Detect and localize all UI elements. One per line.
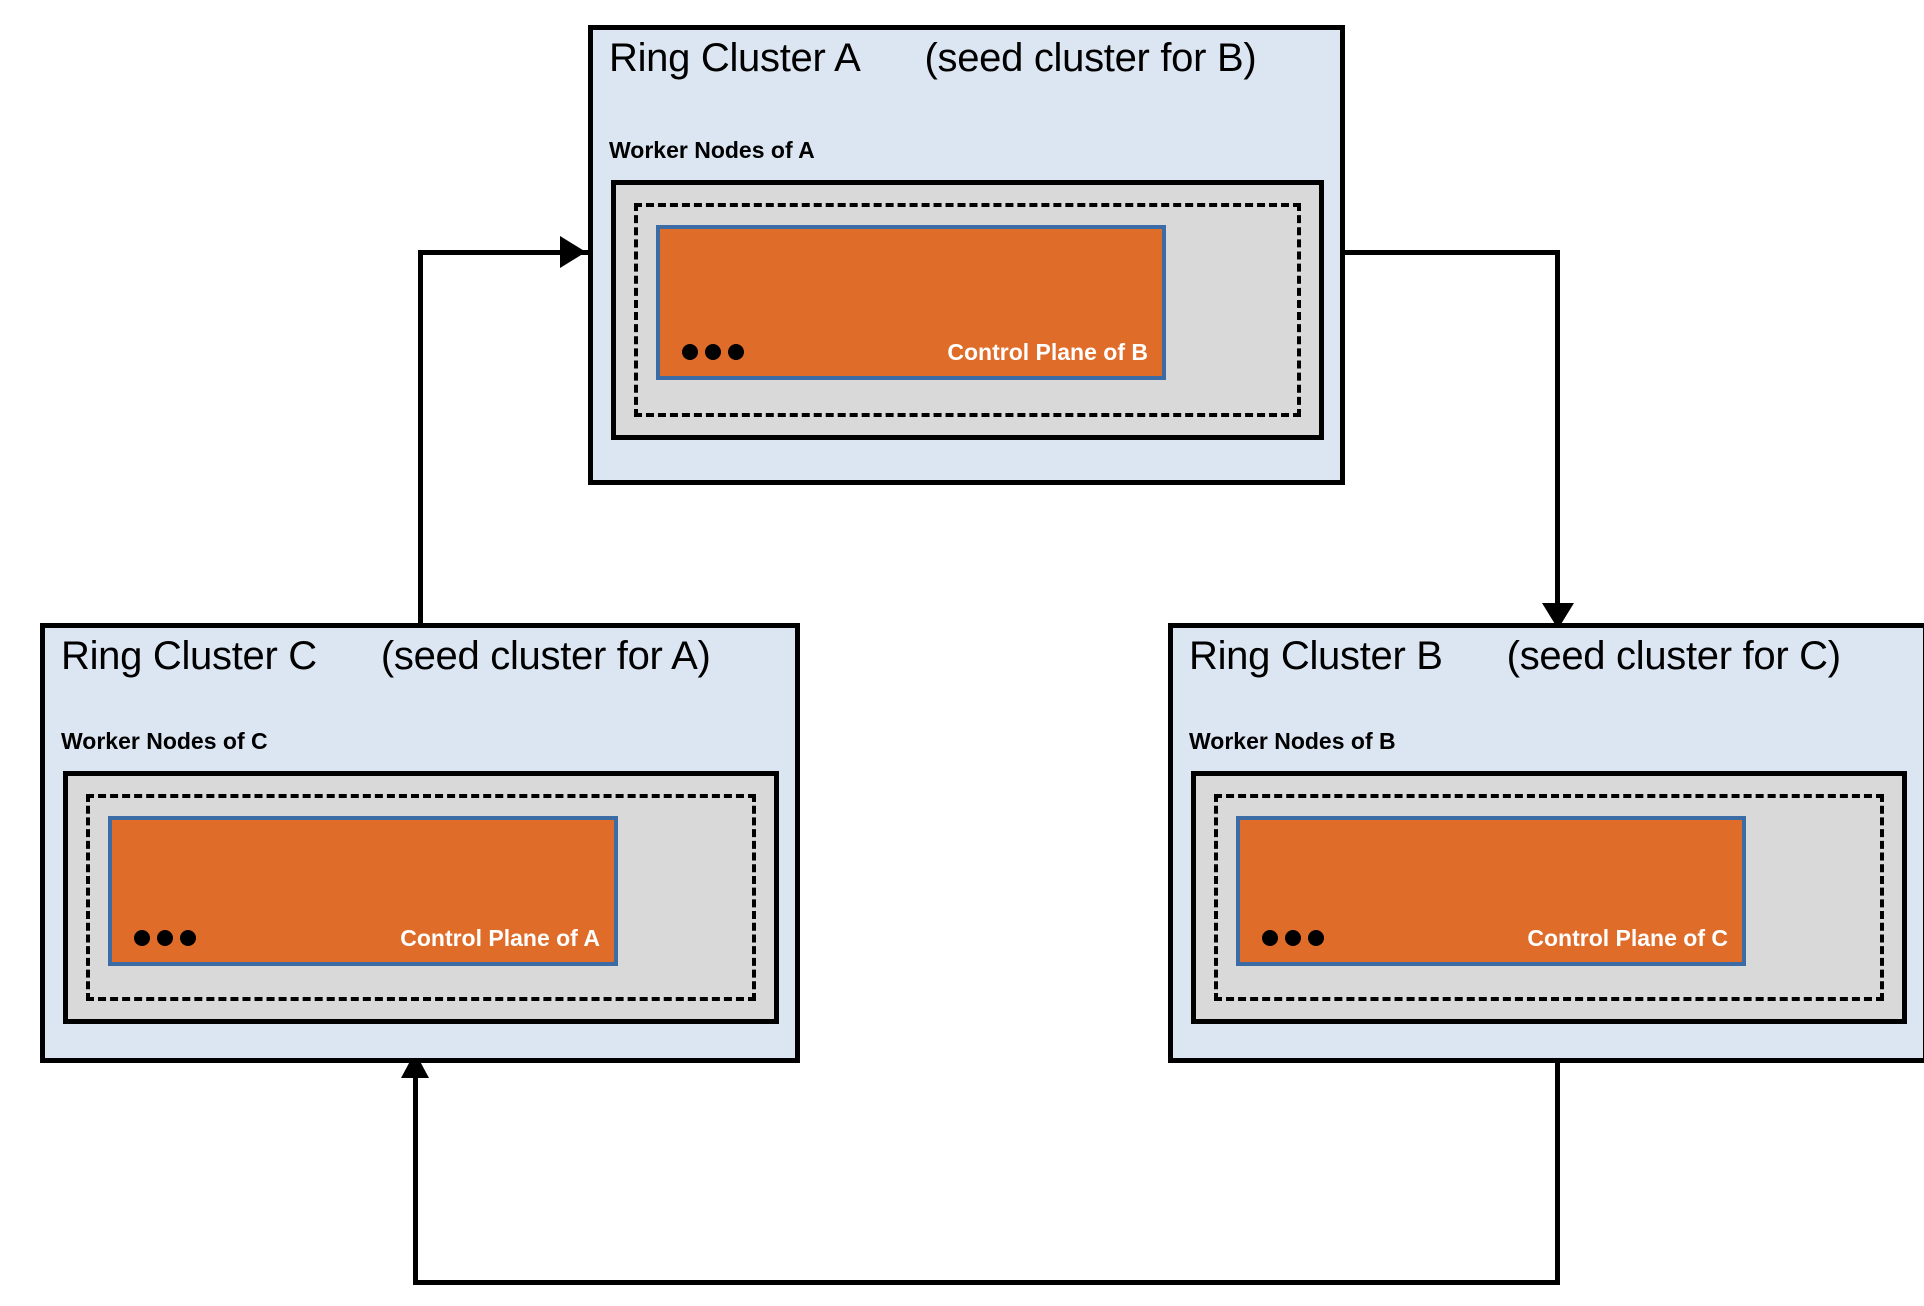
cluster-b-worker-label: Worker Nodes of B xyxy=(1189,728,1396,754)
cluster-b-title: Ring Cluster B (seed cluster for C) xyxy=(1189,634,1841,679)
dot-3 xyxy=(180,930,196,946)
pod-boundary-c: Control Plane of A xyxy=(86,794,756,1001)
pod-boundary-a: Control Plane of B xyxy=(634,203,1301,417)
control-plane-box-c[interactable]: Control Plane of C xyxy=(1236,816,1746,966)
cluster-a-name: Ring Cluster A xyxy=(609,36,861,80)
control-plane-box-a[interactable]: Control Plane of A xyxy=(108,816,618,966)
dot-2 xyxy=(705,344,721,360)
cluster-a-title: Ring Cluster A (seed cluster for B) xyxy=(609,36,1257,81)
dot-2 xyxy=(157,930,173,946)
dot-1 xyxy=(682,344,698,360)
connector-c-to-a-vertical xyxy=(418,250,423,635)
connector-c-to-a-horizontal xyxy=(418,250,588,255)
cluster-box-c[interactable]: Ring Cluster C (seed cluster for A) Worke… xyxy=(40,623,800,1063)
control-plane-label-c: Control Plane of C xyxy=(1527,925,1728,951)
dot-1 xyxy=(1262,930,1278,946)
ellipsis-dots-a xyxy=(682,344,744,360)
cluster-a-seed-note: (seed cluster for B) xyxy=(924,36,1257,80)
connector-b-to-c-vertical-left xyxy=(413,1075,418,1285)
control-plane-label-b: Control Plane of B xyxy=(947,339,1148,365)
dot-1 xyxy=(134,930,150,946)
ellipsis-dots-b xyxy=(1262,930,1324,946)
cluster-c-seed-note: (seed cluster for A) xyxy=(380,634,711,678)
pod-boundary-b: Control Plane of C xyxy=(1214,794,1884,1001)
dot-2 xyxy=(1285,930,1301,946)
cluster-c-title: Ring Cluster C (seed cluster for A) xyxy=(61,634,711,679)
connector-b-to-c-vertical-right xyxy=(1555,1062,1560,1284)
cluster-b-name: Ring Cluster B xyxy=(1189,634,1443,678)
cluster-c-name: Ring Cluster C xyxy=(61,634,317,678)
worker-nodes-band-a[interactable]: Control Plane of B xyxy=(611,180,1324,440)
control-plane-label-a: Control Plane of A xyxy=(400,925,600,951)
control-plane-box-b[interactable]: Control Plane of B xyxy=(656,225,1166,380)
connector-a-to-b-vertical xyxy=(1555,250,1560,620)
worker-nodes-band-c[interactable]: Control Plane of A xyxy=(63,771,779,1024)
worker-nodes-band-b[interactable]: Control Plane of C xyxy=(1191,771,1907,1024)
cluster-box-b[interactable]: Ring Cluster B (seed cluster for C) Worke… xyxy=(1168,623,1924,1063)
connector-b-to-c-horizontal xyxy=(413,1280,1560,1285)
arrowhead-into-cluster-a xyxy=(560,236,586,268)
connector-a-to-b-horizontal xyxy=(1345,250,1560,255)
cluster-c-worker-label: Worker Nodes of C xyxy=(61,728,268,754)
cluster-b-seed-note: (seed cluster for C) xyxy=(1506,634,1841,678)
cluster-a-worker-label: Worker Nodes of A xyxy=(609,137,815,163)
ellipsis-dots-c xyxy=(134,930,196,946)
dot-3 xyxy=(1308,930,1324,946)
dot-3 xyxy=(728,344,744,360)
cluster-box-a[interactable]: Ring Cluster A (seed cluster for B) Worke… xyxy=(588,25,1345,485)
